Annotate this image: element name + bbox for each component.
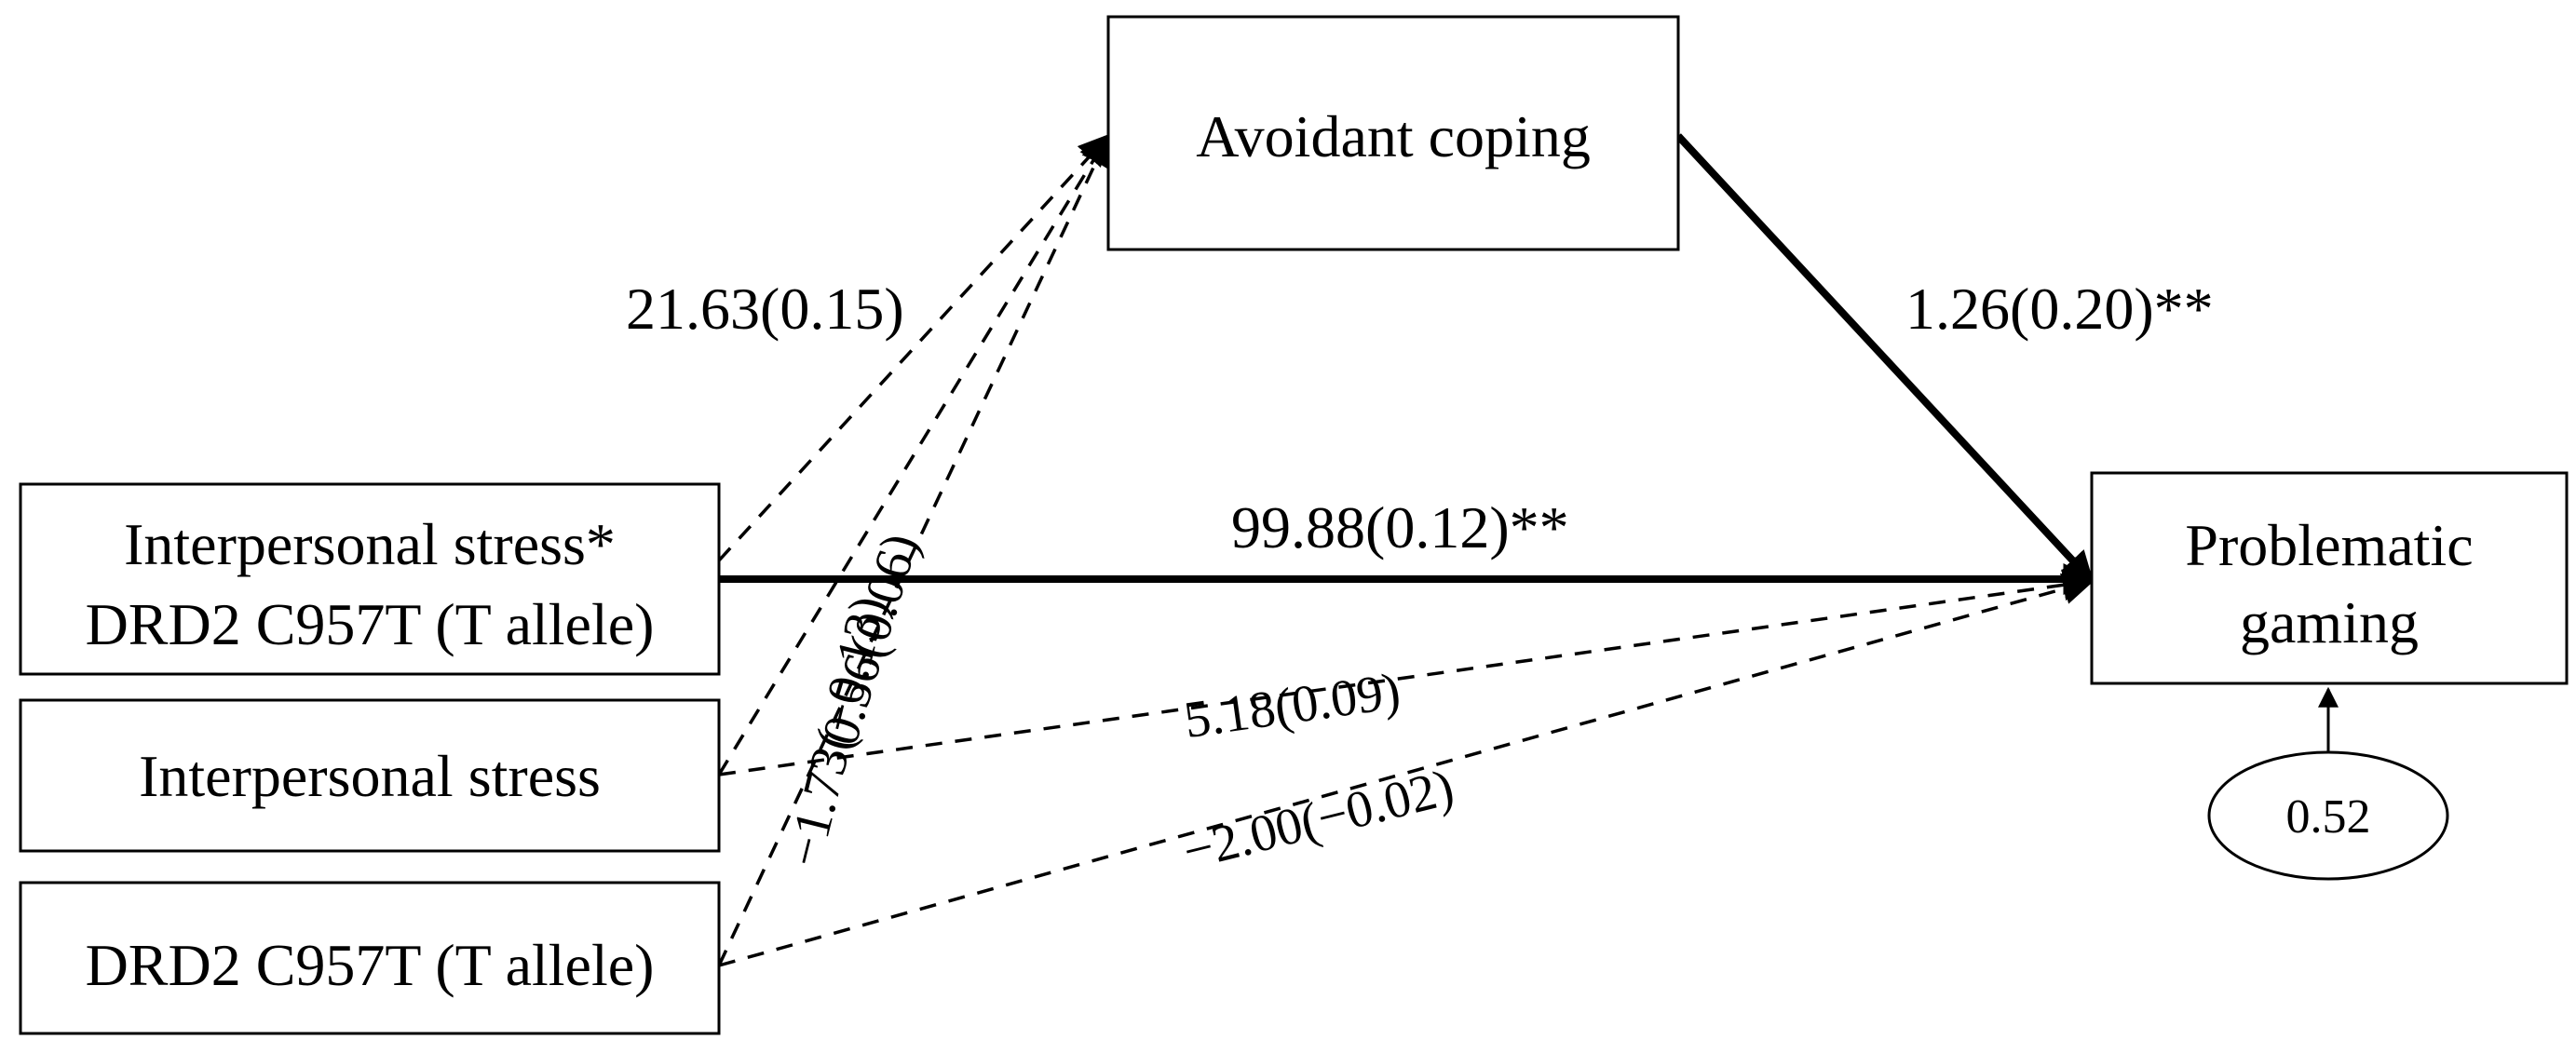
node-interaction-line2: DRD2 C957T (T allele) bbox=[86, 591, 655, 657]
node-interpersonal-stress-label: Interpersonal stress bbox=[139, 743, 601, 809]
node-problematic-gaming-line2: gaming bbox=[2240, 589, 2419, 655]
node-interaction: Interpersonal stress* DRD2 C957T (T alle… bbox=[19, 482, 721, 676]
path-drd2-to-coping bbox=[717, 132, 1111, 966]
coef-coping-to-gaming: 1.26(0.20)** bbox=[1905, 276, 2214, 342]
node-residual: 0.52 bbox=[2207, 750, 2449, 881]
path-coping-to-gaming bbox=[1675, 133, 2095, 584]
node-residual-label: 0.52 bbox=[2286, 790, 2371, 844]
coef-drd2-to-coping: −1.73(−0.13) bbox=[776, 590, 899, 872]
node-problematic-gaming-line1: Problematic bbox=[2185, 512, 2473, 578]
coef-stress-to-gaming: 5.18(0.09) bbox=[1181, 662, 1404, 749]
node-drd2-label: DRD2 C957T (T allele) bbox=[86, 932, 655, 998]
coef-interaction-to-coping: 21.63(0.15) bbox=[626, 276, 904, 342]
path-interaction-to-coping bbox=[717, 133, 1111, 562]
path-stress-to-coping bbox=[717, 133, 1110, 776]
node-avoidant-coping: Avoidant coping bbox=[1106, 15, 1680, 251]
coef-interaction-to-gaming: 99.88(0.12)** bbox=[1231, 494, 1569, 560]
node-interpersonal-stress: Interpersonal stress bbox=[19, 698, 721, 853]
node-avoidant-coping-label: Avoidant coping bbox=[1196, 103, 1591, 169]
coef-drd2-to-gaming: −2.00(−0.02) bbox=[1177, 759, 1459, 882]
node-interaction-line1: Interpersonal stress* bbox=[124, 511, 616, 577]
node-problematic-gaming: Problematic gaming bbox=[2090, 471, 2569, 685]
path-stress-to-gaming bbox=[718, 569, 2095, 776]
node-drd2: DRD2 C957T (T allele) bbox=[19, 881, 721, 1035]
